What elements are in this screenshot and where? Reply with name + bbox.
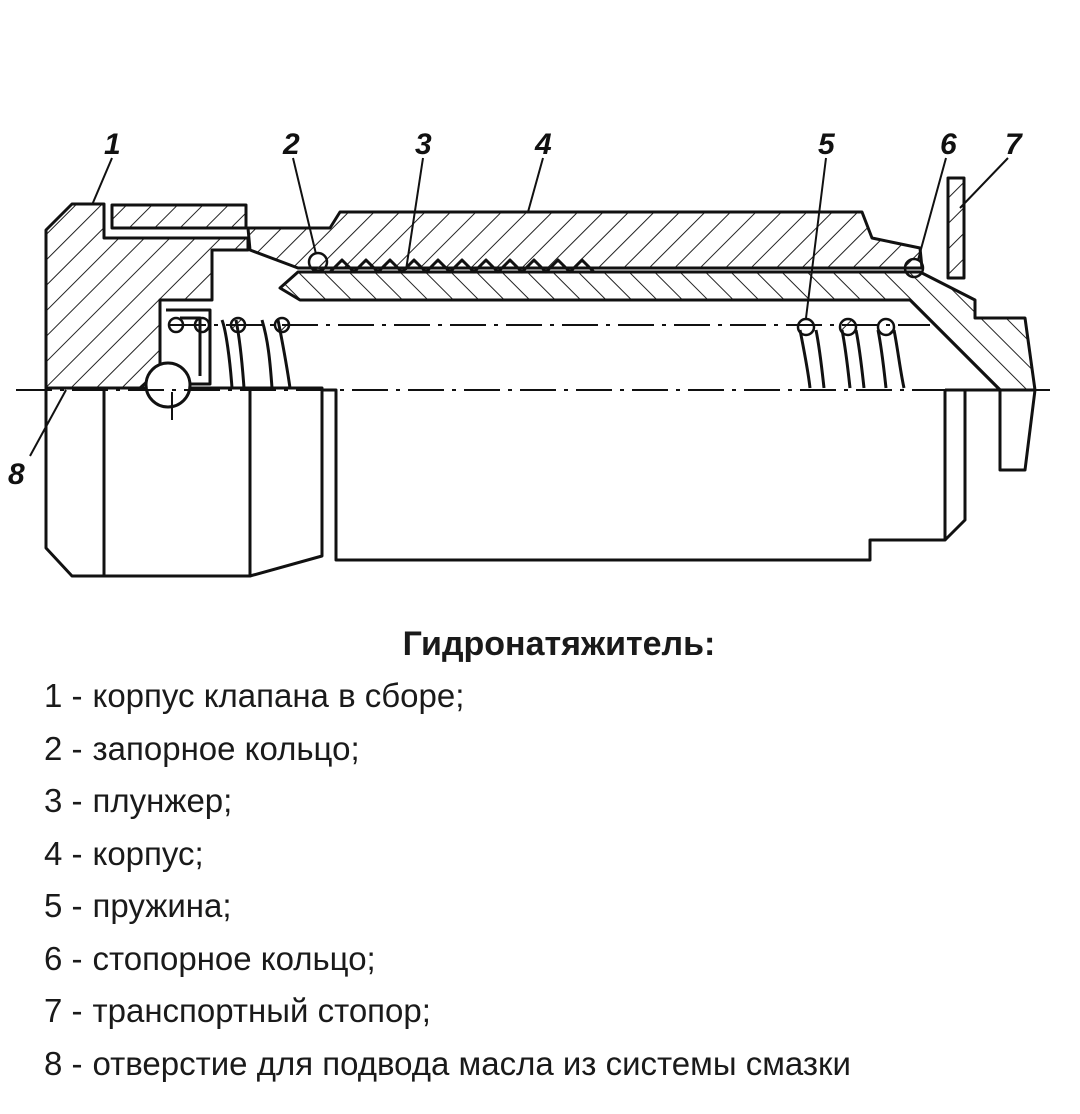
callout-6: 6 xyxy=(940,128,957,161)
legend-list: 1 -корпус клапана в сборе; 2 -запорное к… xyxy=(0,670,1080,1090)
legend-item: 1 -корпус клапана в сборе; xyxy=(44,670,1080,723)
valve-ball xyxy=(144,361,192,409)
plunger-threads xyxy=(328,258,596,274)
legend-item-number: 7 - xyxy=(44,992,83,1029)
legend-item: 5 -пружина; xyxy=(44,880,1080,933)
legend-item: 4 -корпус; xyxy=(44,828,1080,881)
top-cap xyxy=(110,203,248,230)
legend-item: 7 -транспортный стопор; xyxy=(44,985,1080,1038)
callout-1: 1 xyxy=(104,128,121,161)
legend-item-number: 6 - xyxy=(44,939,83,977)
legend-item-text: плунжер; xyxy=(92,782,233,819)
legend-item-number: 1 - xyxy=(44,677,83,714)
legend-item-text: отверстие для подвода масла из системы с… xyxy=(92,1044,851,1082)
legend-item-text: корпус; xyxy=(92,834,204,872)
legend-item: 2 -запорное кольцо; xyxy=(44,723,1080,776)
legend-item: 3 -плунжер; xyxy=(44,775,1080,828)
legend-item-text: запорное кольцо; xyxy=(92,729,360,767)
legend-item-number: 2 - xyxy=(44,729,83,767)
legend-item-text: транспортный стопор; xyxy=(92,992,431,1029)
callout-2: 2 xyxy=(282,128,300,161)
hydraulic-tensioner-drawing: 1 2 3 4 5 6 7 8 xyxy=(8,128,1050,578)
legend-item-text: корпус клапана в сборе; xyxy=(92,677,465,714)
legend-item-number: 3 - xyxy=(44,782,83,819)
cylinder-lower xyxy=(44,388,106,578)
locking-ring-2 xyxy=(307,251,329,273)
callout-7: 7 xyxy=(1005,128,1023,161)
callout-4: 4 xyxy=(534,128,552,161)
callout-8: 8 xyxy=(8,458,25,491)
retaining-ring-6 xyxy=(903,257,925,279)
body-wall xyxy=(246,210,924,270)
valve-body xyxy=(44,202,250,390)
legend-item-number: 4 - xyxy=(44,834,83,872)
legend-item-text: стопорное кольцо; xyxy=(92,939,376,977)
legend-item: 6 -стопорное кольцо; xyxy=(44,933,1080,986)
callout-5: 5 xyxy=(818,128,836,161)
transport-stop xyxy=(946,176,966,280)
plunger-wall xyxy=(278,270,1037,392)
callout-3: 3 xyxy=(415,128,432,161)
legend-item-text: пружина; xyxy=(92,887,232,924)
legend-title: Гидронатяжитель: xyxy=(402,625,716,663)
legend-item-number: 5 - xyxy=(44,887,83,924)
legend-item-number: 8 - xyxy=(44,1044,83,1082)
legend-item: 8 -отверстие для подвода масла из систем… xyxy=(44,1038,1080,1091)
legend-block: Гидронатяжитель: 1 -корпус клапана в сбо… xyxy=(0,622,1080,1090)
